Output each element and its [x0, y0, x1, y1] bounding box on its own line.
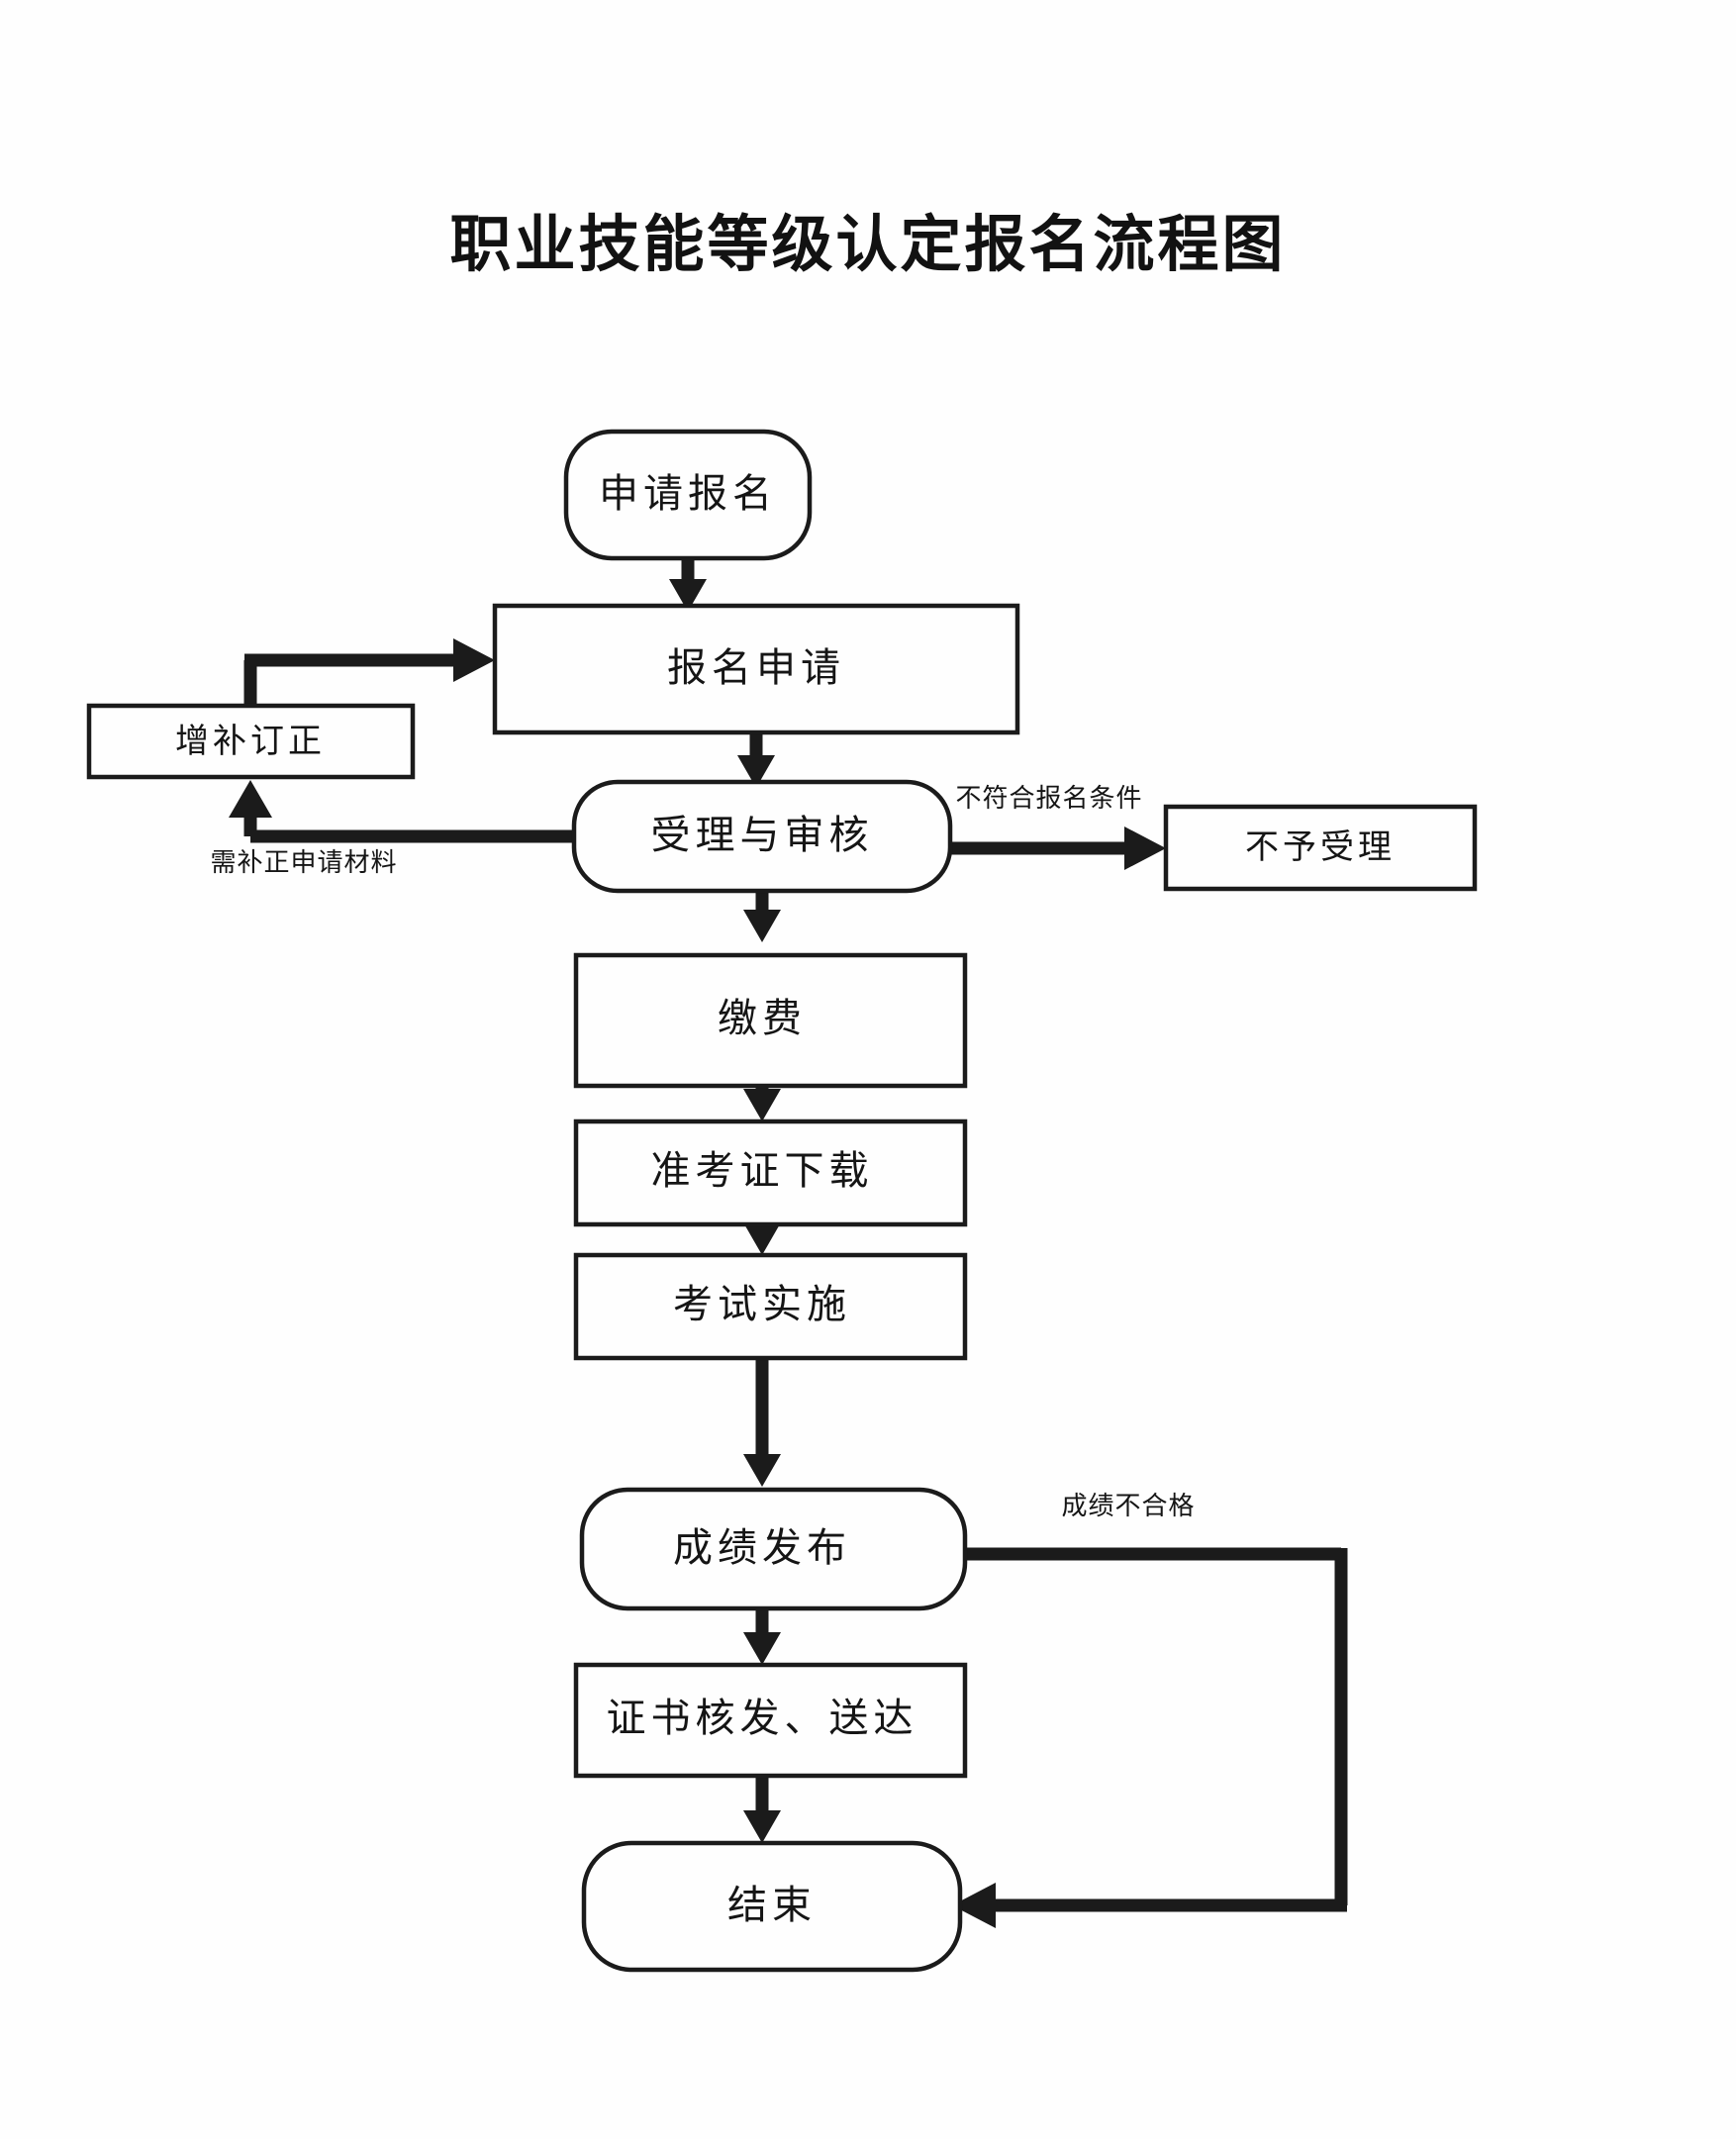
- node-admission-ticket-download-shape[interactable]: [573, 1118, 968, 1227]
- node-results-release[interactable]: 成绩发布: [579, 1487, 968, 1611]
- node-apply-registration-label: 申请报名: [599, 471, 777, 517]
- node-not-accepted-shape[interactable]: [1163, 804, 1478, 892]
- edge-admitcard-to-exam: [743, 1222, 781, 1255]
- edge-exam-to-results: [743, 1358, 781, 1487]
- node-exam-administration-shape[interactable]: [573, 1252, 968, 1361]
- node-registration-application-shape[interactable]: [492, 603, 1020, 735]
- node-certificate-issue-delivery[interactable]: 证书核发、送达: [573, 1662, 968, 1779]
- node-certificate-issue-delivery-shape[interactable]: [573, 1662, 968, 1779]
- node-apply-registration[interactable]: 申请报名: [563, 429, 813, 561]
- node-registration-application-label: 报名申请: [667, 645, 845, 691]
- node-accept-and-review[interactable]: 受理与审核: [571, 779, 953, 894]
- node-end[interactable]: 结束: [581, 1840, 963, 1973]
- edge-review-to-reject: 不符合报名条件: [950, 784, 1166, 870]
- node-apply-registration-shape[interactable]: [563, 429, 813, 561]
- edge-review-to-supplement: 需补正申请材料: [210, 780, 574, 878]
- node-accept-and-review-label: 受理与审核: [651, 813, 874, 858]
- edge-application-to-review: [737, 732, 775, 788]
- node-payment[interactable]: 缴费: [573, 952, 968, 1089]
- edge-supplement-to-application: [243, 638, 495, 706]
- node-not-accepted-label: 不予受理: [1245, 827, 1396, 867]
- edge-label-failed-score: 成绩不合格: [1061, 1492, 1195, 1521]
- edge-review-to-payment: [743, 891, 781, 942]
- node-payment-label: 缴费: [718, 996, 807, 1041]
- edge-certificate-to-end: [743, 1776, 781, 1843]
- edge-label-not-eligible: 不符合报名条件: [955, 784, 1142, 814]
- nodes-layer: 申请报名 报名申请 增补订正 受理与审核 不予受理: [86, 429, 1478, 1973]
- node-admission-ticket-download-label: 准考证下载: [651, 1148, 874, 1194]
- edges-layer: 需补正申请材料 不符合报名条件: [210, 558, 1348, 1928]
- node-results-release-shape[interactable]: [579, 1487, 968, 1611]
- node-end-label: 结束: [727, 1883, 817, 1928]
- node-payment-shape[interactable]: [573, 952, 968, 1089]
- edge-results-to-certificate: [743, 1608, 781, 1665]
- node-end-shape[interactable]: [581, 1840, 963, 1973]
- node-certificate-issue-delivery-label: 证书核发、送达: [607, 1696, 918, 1741]
- edge-results-to-end-failed: 成绩不合格: [952, 1492, 1348, 1928]
- edge-apply-to-application: [669, 558, 707, 612]
- edge-label-supplement-materials: 需补正申请材料: [210, 848, 397, 878]
- node-supplement-correction[interactable]: 增补订正: [86, 703, 416, 780]
- page-title: 职业技能等级认定报名流程图: [449, 208, 1287, 280]
- node-admission-ticket-download[interactable]: 准考证下载: [573, 1118, 968, 1227]
- node-not-accepted[interactable]: 不予受理: [1163, 804, 1478, 892]
- node-accept-and-review-shape[interactable]: [571, 779, 953, 894]
- node-results-release-label: 成绩发布: [673, 1525, 851, 1571]
- edge-payment-to-admitcard: [743, 1086, 781, 1121]
- node-registration-application[interactable]: 报名申请: [492, 603, 1020, 735]
- node-supplement-correction-shape[interactable]: [86, 703, 416, 780]
- node-exam-administration[interactable]: 考试实施: [573, 1252, 968, 1361]
- node-supplement-correction-label: 增补订正: [175, 722, 326, 761]
- node-exam-administration-label: 考试实施: [673, 1282, 851, 1327]
